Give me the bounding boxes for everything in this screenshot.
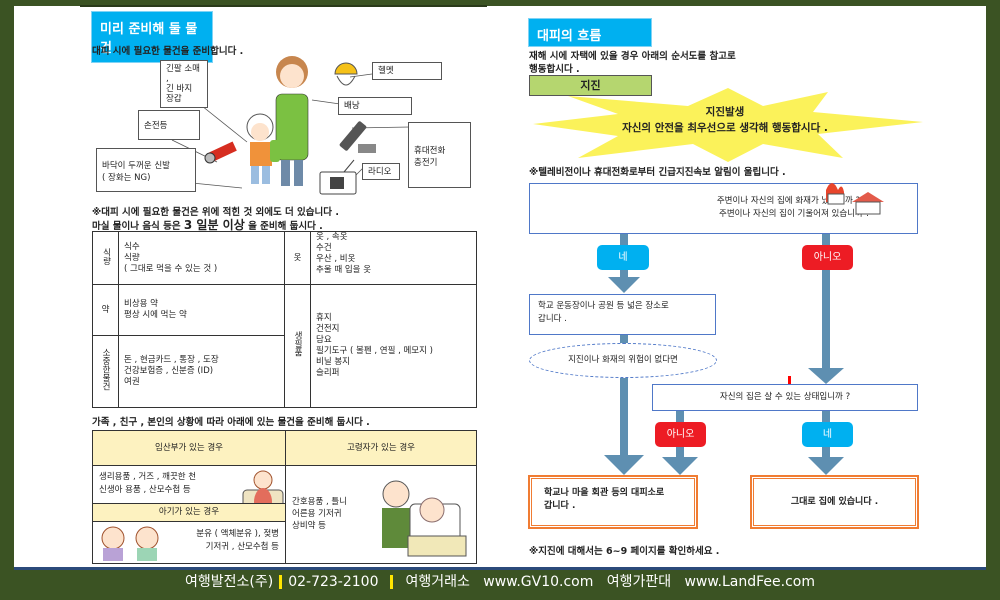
footer-link-gv10[interactable]: www.GV10.com (483, 574, 594, 590)
section-title-evacuation-flow: 대피의 흐름 (528, 18, 652, 47)
callout-backpack: 배낭 (338, 97, 412, 115)
footer-company: 여행발전소(주) (184, 574, 274, 590)
separator (279, 575, 283, 589)
footer-link-landfee[interactable]: www.LandFee.com (684, 574, 816, 590)
phone-icon (339, 121, 376, 153)
earthquake-burst (533, 88, 923, 162)
yes-badge-1: 네 (597, 245, 649, 270)
callout-flashlight: 손전등 (138, 110, 200, 140)
divider (14, 567, 986, 570)
burning-house-icon (826, 183, 884, 215)
elderly-illustration (382, 480, 467, 557)
supplies-note: ※대피 시에 필요한 물건은 위에 적힌 것 외에도 더 있습니다 . (92, 207, 339, 218)
supplies-intro: 대피 시에 필요한 물건을 준비합니다 . (92, 46, 244, 57)
no-badge-2: 아니오 (655, 422, 706, 447)
daily-label: 생필품 (284, 284, 311, 408)
callout-radio: 라디오 (362, 163, 400, 180)
clothes-label: 옷 (284, 231, 311, 285)
no-badge-1: 아니오 (802, 245, 853, 270)
separator (390, 575, 394, 589)
earthquake-footnote: ※지진에 대해서는 6~9 페이지를 확인하세요 . (529, 546, 720, 557)
babies-illustration (101, 526, 159, 561)
supplies-illustration (171, 56, 411, 195)
footer: 여행발전소(주) 02-723-2100 여행거래소 www.GV10.com 여행… (0, 570, 1000, 600)
medicine-label: 약 (92, 284, 119, 336)
callout-helmet: 헬멧 (372, 62, 442, 80)
valuables-label: 소중한물건 (92, 335, 119, 408)
baby-header: 아기가 있는 경우 (93, 503, 285, 522)
footer-name3: 여행가판대 (606, 574, 672, 590)
result-stay-home: 그대로 집에 있습니다 . (750, 475, 919, 529)
supplies-note-days: 마실 물이나 음식 등은 3 일분 이상 을 준비해 둡시다 . (92, 218, 323, 232)
red-marker (788, 376, 791, 386)
flashlight-icon (204, 141, 237, 164)
question-livable: 자신의 집은 살 수 있는 상태입니까 ? (652, 384, 918, 411)
condition-no-danger: 지진이나 화재의 위험이 없다면 (529, 343, 717, 378)
mother-figure (275, 56, 309, 186)
family-note: 가족 , 친구 , 본인의 상황에 따라 아래에 있는 물건을 준비해 둡시다 … (92, 417, 370, 428)
callout-shoes: 바닥이 두꺼운 신발( 장화는 NG) (96, 148, 196, 192)
footer-name2: 여행거래소 (405, 574, 470, 590)
elderly-header: 고령자가 있는 경우 (285, 430, 477, 466)
radio-icon (319, 159, 357, 195)
question-fire-tilt: 주변이나 자신의 집에 화재가 났습니까 ? 주변이나 자신의 집이 기울어져 … (529, 183, 918, 234)
helmet-icon (334, 62, 358, 86)
earthquake-label: 지진 (529, 75, 652, 96)
child-figure (246, 113, 280, 184)
divider (80, 5, 487, 7)
section-title-supplies: 미리 준비해 둘 물건 (91, 11, 213, 63)
alert-note: ※텔레비전이나 휴대전화로부터 긴급지진속보 알림이 울립니다 . (529, 167, 786, 178)
yes-badge-2: 네 (802, 422, 853, 447)
food-label: 식량 (92, 231, 119, 285)
pregnant-header: 임산부가 있는 경우 (92, 430, 286, 466)
footer-phone: 02-723-2100 (288, 574, 379, 590)
